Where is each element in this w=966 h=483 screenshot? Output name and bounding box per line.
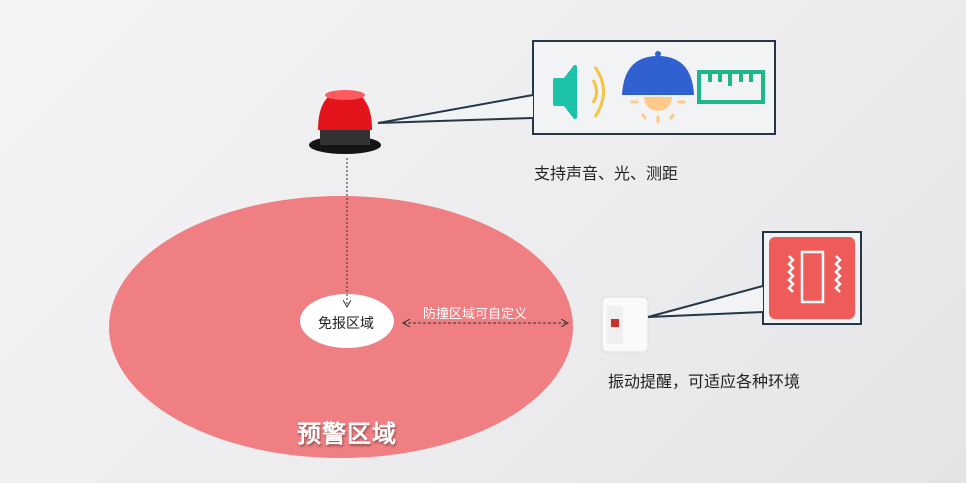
warning-zone-label: 预警区域 <box>297 421 397 448</box>
lamp-icon <box>622 51 694 124</box>
alarm-light-icon <box>309 90 381 154</box>
alarm-caption: 支持声音、光、测距 <box>534 166 679 183</box>
ruler-icon <box>697 70 765 104</box>
vibrate-caption: 振动提醒，可适应各种环境 <box>608 374 801 391</box>
vibrate-icon <box>787 250 842 304</box>
vibration-device-icon <box>601 296 649 353</box>
vibrate-callout <box>647 231 862 325</box>
speaker-icon <box>553 65 605 119</box>
safe-zone-label: 免报区域 <box>318 315 374 331</box>
custom-zone-label: 防撞区域可自定义 <box>423 306 528 321</box>
safe-zone <box>300 294 394 348</box>
